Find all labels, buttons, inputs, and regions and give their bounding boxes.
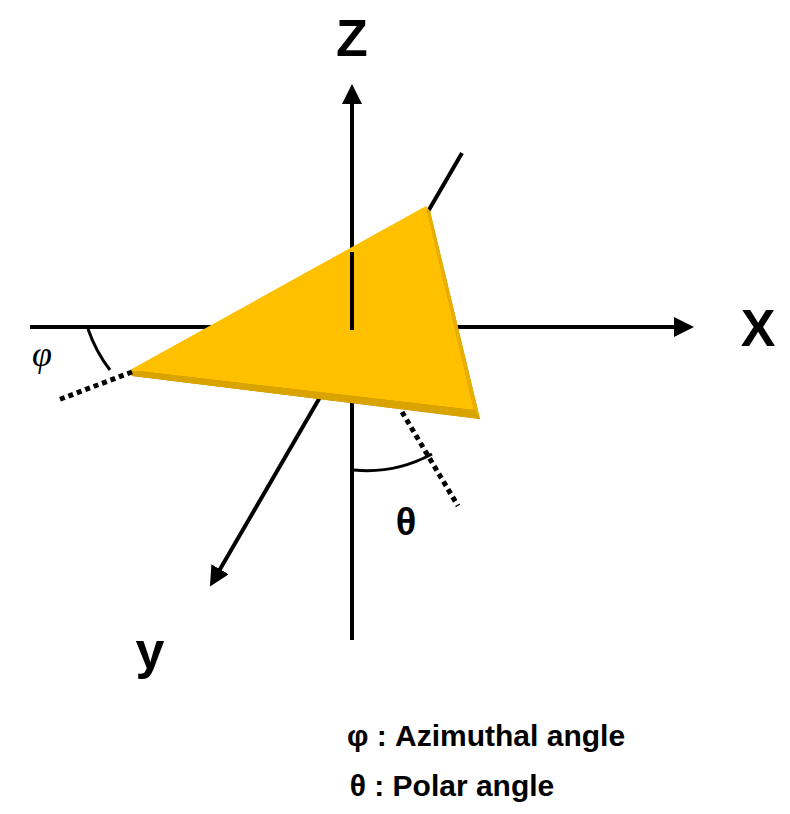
- polar-arc: [354, 454, 432, 471]
- azimuth-guide: [58, 372, 132, 400]
- legend-note: φ : Azimuthal angle: [347, 721, 625, 751]
- angle-symbol: θ: [396, 503, 417, 541]
- azimuth-arc: [88, 329, 110, 370]
- z-axis-front: [350, 252, 354, 330]
- legend-note: θ : Polar angle: [350, 771, 555, 801]
- polar-guide: [402, 412, 458, 506]
- angle-symbol: φ: [32, 336, 52, 372]
- axis-label: X: [741, 302, 776, 354]
- axis-label: y: [136, 624, 165, 676]
- plate-bevel: [426, 206, 480, 419]
- plate-bevel: [130, 370, 480, 419]
- axis-label: Z: [336, 12, 368, 64]
